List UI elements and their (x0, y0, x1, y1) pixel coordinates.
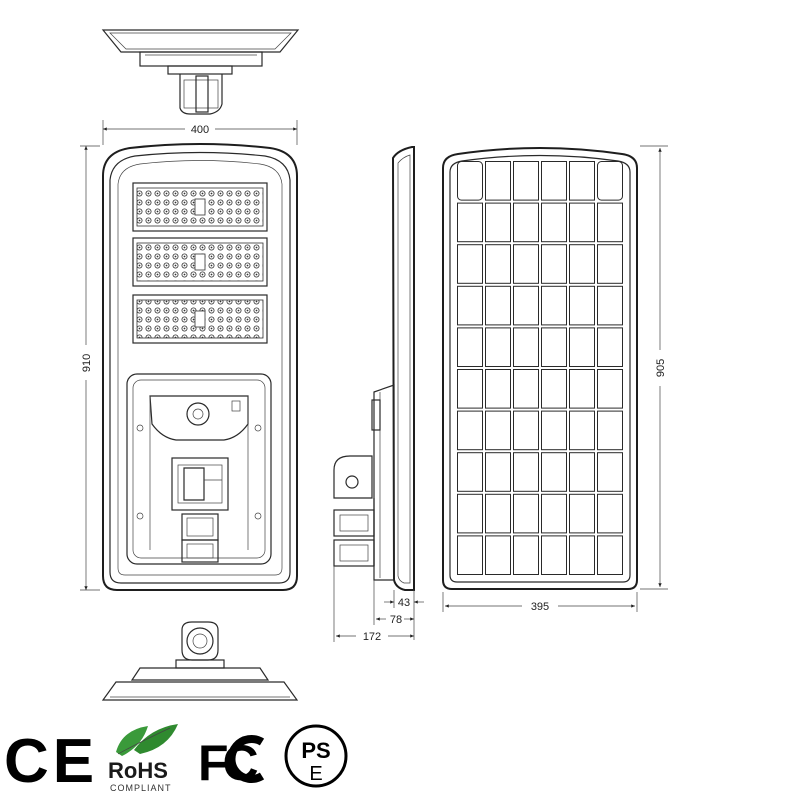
solar-cell (513, 161, 539, 201)
fcc-logo: FC (198, 735, 265, 791)
mount-compartment (126, 373, 272, 565)
side-depth-172-label: 172 (363, 631, 381, 643)
solar-cell (513, 202, 539, 243)
solar-cell (485, 493, 511, 534)
solar-cell (457, 202, 483, 243)
solar-cell (541, 369, 567, 409)
ce-mark-logo: CE (4, 727, 98, 796)
pse-logo: PS E (284, 724, 348, 788)
solar-cell (541, 285, 567, 326)
solar-cell (513, 244, 539, 284)
solar-cell (485, 161, 511, 201)
solar-cell (569, 410, 595, 451)
solar-cell (541, 493, 567, 534)
solar-cell (457, 410, 483, 451)
side-depth-43-label: 43 (398, 597, 410, 609)
solar-cell (569, 327, 595, 367)
rohs-text: RoHS (108, 758, 168, 783)
panel-width-label: 395 (531, 601, 549, 613)
solar-cell (569, 202, 595, 243)
led-module-2 (132, 237, 268, 287)
solar-cell (513, 452, 539, 492)
solar-cell (485, 327, 511, 367)
side-depth-78-label: 78 (390, 614, 402, 626)
solar-cell (457, 327, 483, 367)
solar-cell (457, 285, 483, 326)
rohs-leaf-icon (116, 726, 148, 756)
solar-cell (597, 161, 623, 201)
solar-cell (485, 410, 511, 451)
solar-cell (457, 161, 483, 201)
solar-cell (485, 285, 511, 326)
led-module-1 (132, 182, 268, 232)
ce-mark-text: CE (4, 727, 98, 796)
solar-cell (513, 327, 539, 367)
panel-height-label: 905 (655, 359, 667, 377)
solar-cell (569, 369, 595, 409)
solar-cell (541, 410, 567, 451)
top-view (101, 29, 300, 115)
solar-cell (485, 244, 511, 284)
solar-cell (541, 244, 567, 284)
front-height-label: 910 (81, 354, 93, 372)
panel-cell-grid (457, 161, 623, 576)
solar-cell (597, 535, 623, 576)
solar-cell (597, 244, 623, 284)
certification-logos: CE RoHS COMPLIANT FC PS E (4, 724, 348, 796)
solar-cell (597, 452, 623, 492)
solar-cell (485, 369, 511, 409)
solar-cell (457, 244, 483, 284)
solar-cell (569, 535, 595, 576)
solar-cell (513, 493, 539, 534)
solar-cell (513, 369, 539, 409)
solar-cell (541, 202, 567, 243)
solar-cell (513, 410, 539, 451)
solar-cell (597, 493, 623, 534)
pse-top-text: PS (301, 738, 330, 763)
solar-cell (597, 369, 623, 409)
side-view: 43 78 172 (333, 146, 424, 643)
rohs-logo: RoHS COMPLIANT (108, 724, 178, 793)
solar-cell (569, 244, 595, 284)
solar-cell (569, 285, 595, 326)
led-module-3 (132, 294, 268, 344)
solar-cell (457, 452, 483, 492)
rohs-compliant-text: COMPLIANT (110, 783, 172, 793)
solar-cell (597, 202, 623, 243)
solar-cell (485, 202, 511, 243)
solar-cell (457, 369, 483, 409)
solar-cell (541, 535, 567, 576)
pse-bottom-text: E (309, 763, 322, 785)
solar-cell (541, 327, 567, 367)
solar-cell (597, 410, 623, 451)
solar-cell (569, 493, 595, 534)
solar-cell (457, 493, 483, 534)
front-width-label: 400 (191, 124, 209, 136)
solar-cell (569, 161, 595, 201)
solar-cell (513, 535, 539, 576)
solar-cell (485, 452, 511, 492)
bottom-view (101, 621, 299, 701)
solar-panel-view: 905 395 (442, 145, 668, 613)
front-view: 400 910 (80, 120, 298, 591)
solar-cell (485, 535, 511, 576)
solar-cell (541, 452, 567, 492)
solar-cell (597, 327, 623, 367)
solar-cell (541, 161, 567, 201)
solar-cell (597, 285, 623, 326)
solar-cell (513, 285, 539, 326)
solar-cell (569, 452, 595, 492)
solar-cell (457, 535, 483, 576)
